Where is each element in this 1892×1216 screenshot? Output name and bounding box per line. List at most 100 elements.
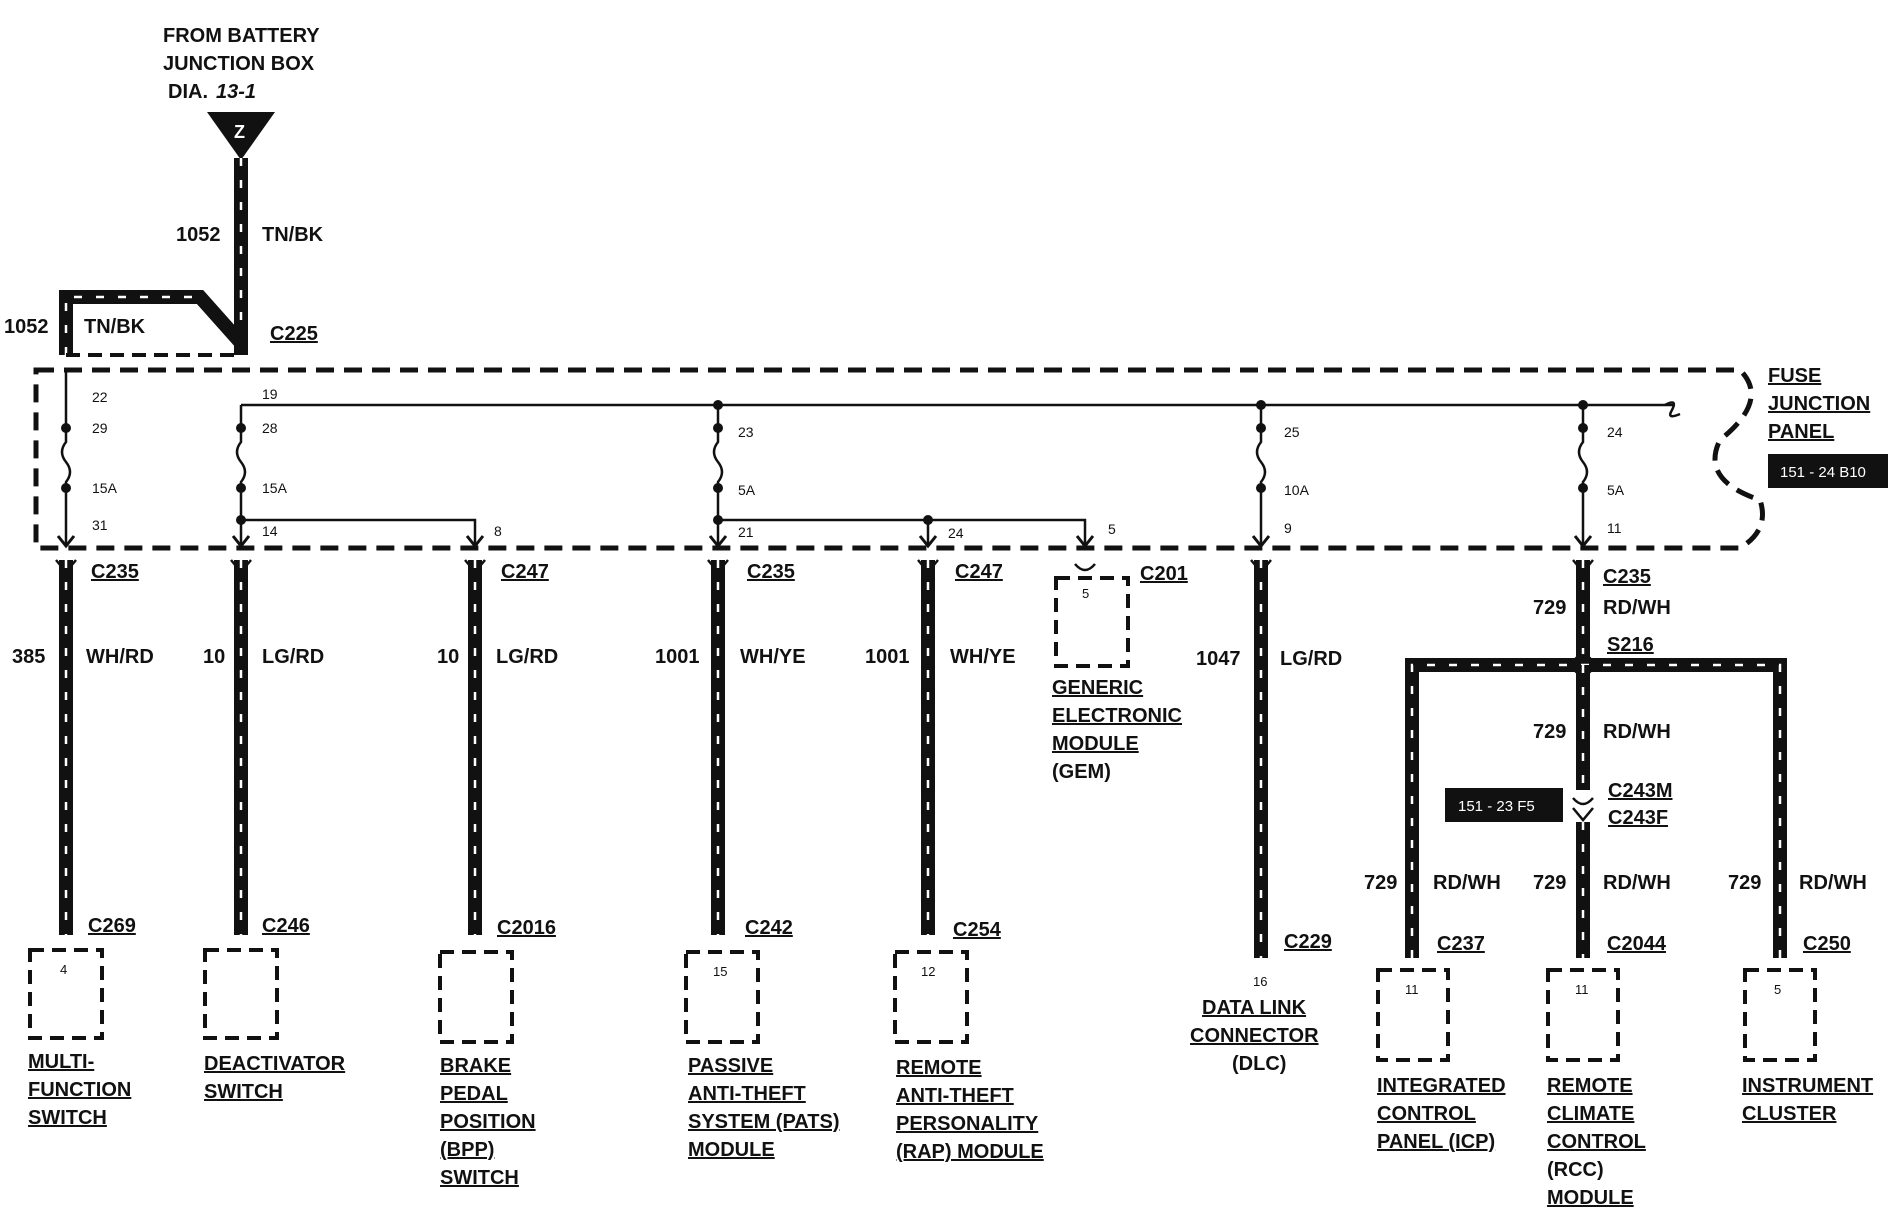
- fuse-junction-panel-border: [33, 367, 1765, 551]
- rg-l2-name-1: INSTRUMENT: [1742, 1075, 1873, 1097]
- branch-to-c247-a: [241, 518, 477, 545]
- fuse-1: [60, 370, 72, 545]
- b3-name-2: ANTI-THEFT: [688, 1083, 806, 1105]
- dia-prefix: DIA.: [168, 81, 208, 103]
- battery-terminal-symbol: [207, 112, 275, 160]
- b1-color: LG/RD: [262, 646, 324, 668]
- b4-color: WH/YE: [950, 646, 1016, 668]
- b3-load-box: [684, 950, 760, 1044]
- rg-l2-circuit: 729: [1728, 872, 1761, 894]
- b5-load-box: [1054, 576, 1130, 668]
- b2-name-2: PEDAL: [440, 1083, 508, 1105]
- rg-l1-name-1: REMOTE: [1547, 1075, 1633, 1097]
- rg-l2-color: RD/WH: [1799, 872, 1867, 894]
- b5-pin: 5: [1082, 586, 1089, 601]
- fuse-5-out: 11: [1607, 520, 1622, 536]
- b6-bot-conn: C229: [1284, 931, 1332, 953]
- fuse-4: [1255, 405, 1267, 545]
- b0-circuit: 385: [12, 646, 45, 668]
- fuse-1-rating: 15A: [92, 480, 118, 496]
- jumper-color: TN/BK: [84, 316, 146, 338]
- b0-color: WH/RD: [86, 646, 154, 668]
- rg-l1-box: [1546, 968, 1620, 1062]
- fuse-2: [235, 405, 247, 545]
- rg-l0-conn: C237: [1437, 933, 1485, 955]
- fuse-5-rating: 5A: [1607, 482, 1625, 498]
- rg-inline-conn-m: C243M: [1608, 780, 1672, 802]
- panel-ref-box: [1768, 454, 1888, 488]
- b3-name-1: PASSIVE: [688, 1055, 773, 1077]
- rg-l1-name-3: CONTROL: [1547, 1131, 1646, 1153]
- b5-top-conn: C201: [1140, 563, 1188, 585]
- rg-l1-pin: 11: [1575, 982, 1589, 997]
- fuse-4-pin: 25: [1284, 424, 1300, 440]
- connector-c225: C225: [270, 323, 318, 345]
- panel-line-1: FUSE: [1768, 365, 1821, 387]
- fuse-3-rating: 5A: [738, 482, 756, 498]
- b6-name-1: DATA LINK: [1202, 997, 1307, 1019]
- b3-name-3: SYSTEM (PATS): [688, 1111, 839, 1133]
- rg-l1-name-5: MODULE: [1547, 1187, 1634, 1209]
- b3-bot-conn: C242: [745, 917, 793, 939]
- rg-splice: S216: [1607, 634, 1654, 656]
- b2-top-conn: C247: [501, 561, 549, 583]
- b4-top-conn: C247: [955, 561, 1003, 583]
- b4-name-3: PERSONALITY: [896, 1113, 1039, 1135]
- fuse-3: [712, 405, 724, 545]
- branch-pin-8: 8: [494, 523, 502, 539]
- b4-bot-conn: C254: [953, 919, 1002, 941]
- feed-color: TN/BK: [262, 224, 324, 246]
- b4-name-1: REMOTE: [896, 1057, 982, 1079]
- feed-circuit: 1052: [176, 224, 221, 246]
- inline-ref-box: [1445, 788, 1563, 822]
- b1-circuit: 10: [203, 646, 225, 668]
- fuse-2-rating: 15A: [262, 480, 288, 496]
- fuse-2-pin: 28: [262, 420, 278, 436]
- b0-name-2: FUNCTION: [28, 1079, 131, 1101]
- fuse-3-pin: 23: [738, 424, 754, 440]
- rg-l2-conn: C250: [1803, 933, 1851, 955]
- b3-circuit: 1001: [655, 646, 700, 668]
- b2-load-box: [438, 950, 514, 1044]
- branch-pin-5: 5: [1108, 521, 1116, 537]
- b1-name-1: DEACTIVATOR: [204, 1053, 346, 1075]
- fuse-2-out: 14: [262, 523, 278, 539]
- rg-l0-pin: 11: [1405, 982, 1419, 997]
- rg-feed-color: RD/WH: [1603, 597, 1671, 619]
- jumper-circuit: 1052: [4, 316, 49, 338]
- b2-name-1: BRAKE: [440, 1055, 511, 1077]
- fuse-4-out: 9: [1284, 520, 1292, 536]
- rg-l0-box: [1376, 968, 1450, 1062]
- rg-l0-name-3: PANEL (ICP): [1377, 1131, 1495, 1153]
- b3-pin: 15: [713, 964, 727, 979]
- inline-ref: 151 - 23 F5: [1458, 798, 1535, 815]
- rg-mid-color: RD/WH: [1603, 721, 1671, 743]
- b6-pin: 16: [1253, 974, 1267, 989]
- b2-name-3: POSITION: [440, 1111, 536, 1133]
- b2-bot-conn: C2016: [497, 917, 556, 939]
- rg-l2-box: [1743, 968, 1817, 1062]
- b0-bot-conn: C269: [88, 915, 136, 937]
- rg-l0-name-1: INTEGRATED: [1377, 1075, 1506, 1097]
- panel-ref: 151 - 24 B10: [1780, 464, 1866, 481]
- b2-name-5: SWITCH: [440, 1167, 519, 1189]
- rg-l2-pin: 5: [1774, 982, 1781, 997]
- b2-color: LG/RD: [496, 646, 558, 668]
- wire-729-splice-bus: [1405, 658, 1787, 958]
- b4-circuit: 1001: [865, 646, 910, 668]
- rg-l0-color: RD/WH: [1433, 872, 1501, 894]
- rg-l0-name-2: CONTROL: [1377, 1103, 1476, 1125]
- b6-name-3: (DLC): [1232, 1053, 1286, 1075]
- b6-color: LG/RD: [1280, 648, 1342, 670]
- b0-name-1: MULTI-: [28, 1051, 94, 1073]
- fuse-1-out: 31: [92, 517, 108, 533]
- source-line-2: JUNCTION BOX: [163, 53, 315, 75]
- fuse-1-pin-b: 29: [92, 420, 108, 436]
- b1-name-2: SWITCH: [204, 1081, 283, 1103]
- inline-connector-symbol: [1572, 797, 1594, 806]
- rg-l2-name-2: CLUSTER: [1742, 1103, 1837, 1125]
- rg-l1-color: RD/WH: [1603, 872, 1671, 894]
- b2-name-4: (BPP): [440, 1139, 494, 1161]
- gem-connector-symbol: [1074, 563, 1096, 572]
